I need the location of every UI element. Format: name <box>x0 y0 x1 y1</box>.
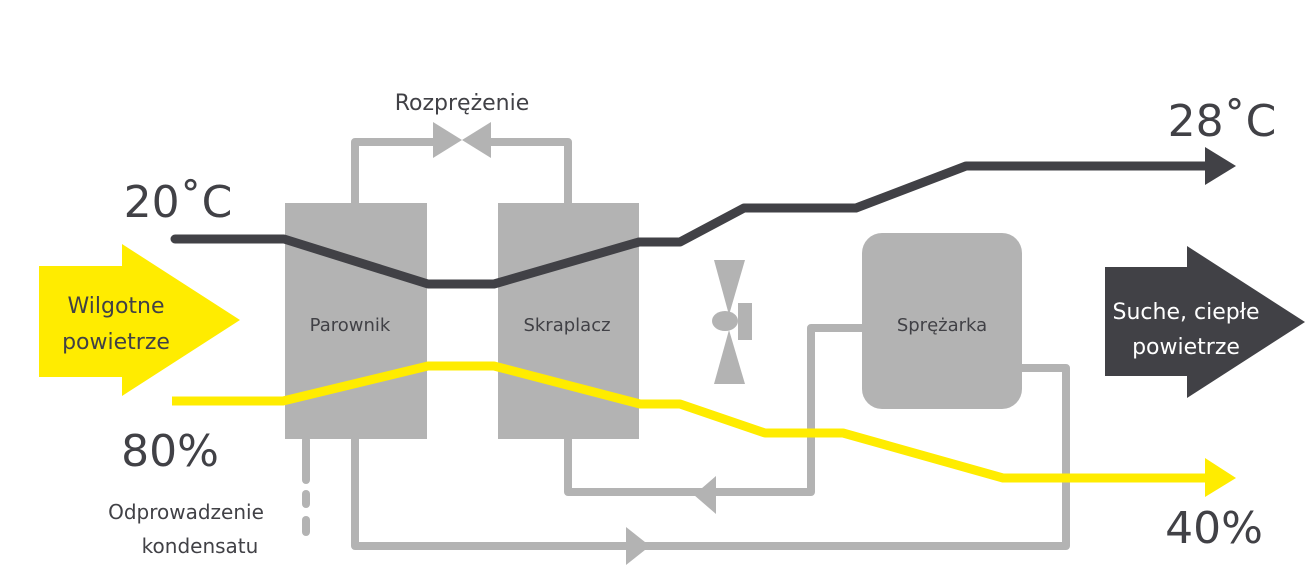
temperature-in-label: 20˚C <box>124 177 233 228</box>
temperature-out-label: 28˚C <box>1168 96 1277 147</box>
expansion-label: Rozprężenie <box>395 91 530 116</box>
pipe-condenser-to-valve <box>480 138 572 205</box>
output-air-arrow <box>1105 246 1305 398</box>
humidity-in-label: 80% <box>121 426 219 477</box>
condenser-label: Skraplacz <box>523 315 610 336</box>
pipe-evaporator-to-valve <box>351 138 440 205</box>
pipe-compressor-to-evaporator <box>351 364 1070 550</box>
humidity-line <box>172 361 1212 483</box>
condensate-label-line2: kondensatu <box>142 534 259 558</box>
input-air-arrow <box>39 244 240 396</box>
input-air-label-line1: Wilgotne <box>67 294 164 319</box>
flow-arrow-left-icon <box>694 476 716 514</box>
temperature-line <box>170 161 1217 289</box>
flow-arrow-right-icon <box>626 527 650 565</box>
humidity-arrowhead-icon <box>1205 458 1236 497</box>
refrigerant-circuit <box>302 138 1070 550</box>
output-air-label-line1: Suche, ciepłe <box>1113 300 1260 325</box>
pipe-condenser-to-compressor <box>564 324 863 496</box>
condensate-label-line1: Odprowadzenie <box>108 500 264 524</box>
humidity-flow <box>172 361 1236 497</box>
humidity-out-label: 40% <box>1165 503 1263 554</box>
temperature-flow <box>170 147 1236 289</box>
compressor-label: Sprężarka <box>897 315 987 336</box>
expansion-valve-icon <box>433 122 491 158</box>
output-air-label-line2: powietrze <box>1132 335 1240 360</box>
temperature-arrowhead-icon <box>1205 147 1236 185</box>
compressor-block <box>862 233 1022 409</box>
evaporator-label: Parownik <box>310 315 391 336</box>
input-air-label-line2: powietrze <box>62 330 170 355</box>
fan-icon <box>712 260 752 384</box>
